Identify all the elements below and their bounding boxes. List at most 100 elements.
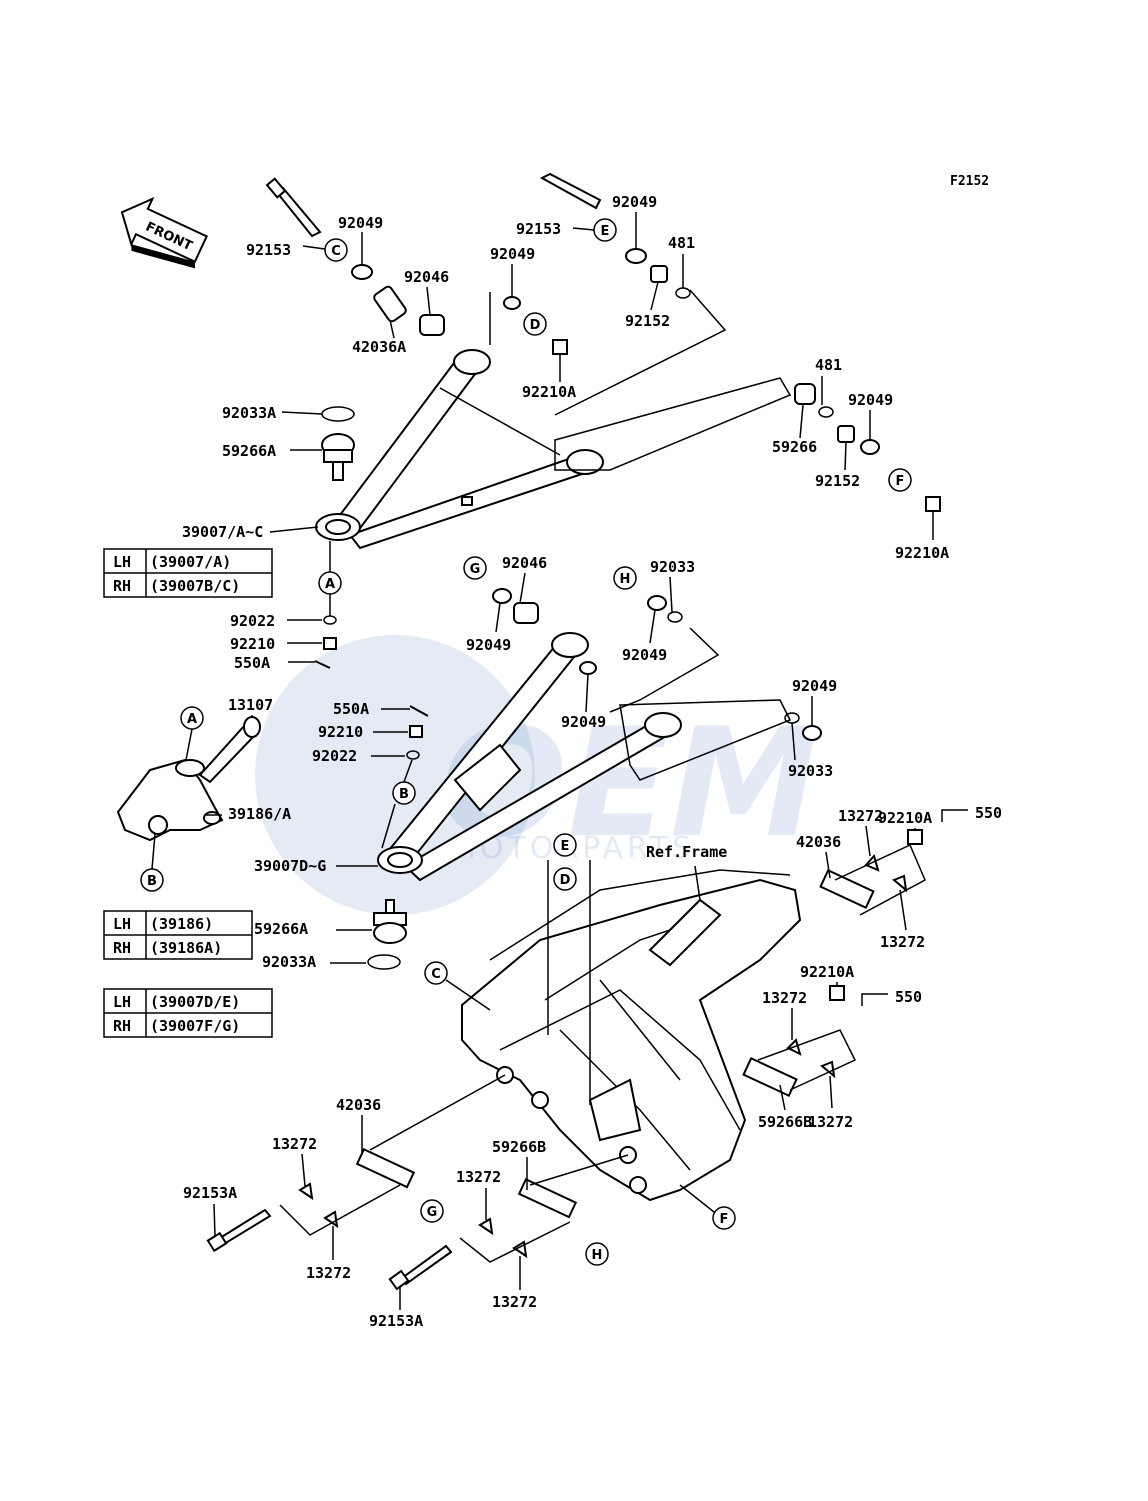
label-92153: 92153 <box>516 220 561 238</box>
label-481: 481 <box>815 356 842 374</box>
bolt-92153-top-mid <box>539 172 602 210</box>
ball-joint-59266A <box>373 899 407 944</box>
label-59266A: 59266A <box>254 920 308 938</box>
washer-92049 <box>492 588 512 604</box>
label-92046: 92046 <box>502 554 547 572</box>
circlip-92033A <box>321 406 355 422</box>
callout-E <box>553 833 577 857</box>
guide-line <box>834 843 926 916</box>
nut-92210A <box>907 829 923 845</box>
collar-92152 <box>837 425 855 443</box>
shaft-42036 <box>819 868 875 910</box>
label-550A: 550A <box>333 700 369 718</box>
table-part: (39186A) <box>150 939 222 957</box>
label-92152: 92152 <box>815 472 860 490</box>
front-arrow-icon: FRONT <box>120 196 209 269</box>
nut-92210 <box>323 637 337 650</box>
table-39007-lower: LH (39007D/E) RH (39007F/G) <box>103 988 273 1038</box>
label-13272: 13272 <box>762 989 807 1007</box>
nut-92210A <box>925 496 941 512</box>
label-13272: 13272 <box>808 1113 853 1131</box>
leader-lines <box>151 212 934 1310</box>
washer-92049 <box>579 661 597 675</box>
frame <box>461 869 802 1202</box>
label-39007AC: 39007/A~C <box>182 523 263 541</box>
callout-H <box>613 566 637 590</box>
label-92049: 92049 <box>792 677 837 695</box>
callout-C-leader <box>445 979 491 1011</box>
label-550: 550 <box>895 988 922 1006</box>
label-92049: 92049 <box>466 636 511 654</box>
label-92049: 92049 <box>622 646 667 664</box>
shaft-42036 <box>355 1148 416 1189</box>
ring-481 <box>818 406 834 418</box>
bushing-92046 <box>513 602 539 624</box>
shaft-59266B <box>742 1056 798 1098</box>
washer-13272 <box>892 874 908 893</box>
label-13272: 13272 <box>880 933 925 951</box>
callout-H-text: H <box>620 572 631 587</box>
table-side: LH <box>113 553 131 571</box>
cotter-550-marker <box>941 809 968 822</box>
nut-92210A <box>829 985 845 1001</box>
callout-H <box>585 1242 609 1266</box>
label-92022: 92022 <box>230 612 275 630</box>
ref-frame-leader <box>694 865 701 901</box>
table-part: (39007D/E) <box>150 993 240 1011</box>
washer-92022 <box>406 750 420 760</box>
ball-joint-59266A <box>321 433 355 481</box>
guide-line <box>547 860 591 1105</box>
label-13272: 13272 <box>272 1135 317 1153</box>
washer-92049 <box>351 264 373 280</box>
sleeve-42036A <box>373 285 407 323</box>
label-92210A: 92210A <box>878 809 932 827</box>
ref-frame-label: Ref.Frame <box>646 843 727 861</box>
label-92210: 92210 <box>230 635 275 653</box>
table-part: (39186) <box>150 915 213 933</box>
bolt-92153-top-left <box>265 177 322 238</box>
callout-A-text: A <box>187 712 197 727</box>
cotter-pin-550A <box>409 705 429 717</box>
label-92022: 92022 <box>312 747 357 765</box>
label-59266B: 59266B <box>758 1113 812 1131</box>
label-92153A: 92153A <box>183 1184 237 1202</box>
label-13272: 13272 <box>306 1264 351 1282</box>
washer-92049 <box>860 439 880 455</box>
label-39186A: 39186/A <box>228 805 291 823</box>
guide-line <box>757 1029 857 1091</box>
callout-F <box>712 1206 736 1230</box>
label-59266: 59266 <box>772 438 817 456</box>
cotter-550-marker <box>861 993 888 1006</box>
callout-H-text: H <box>592 1248 603 1263</box>
table-39007-upper: LH (39007/A) RH (39007B/C) <box>103 548 273 598</box>
ring-481 <box>675 287 691 299</box>
washer-92049 <box>503 296 521 310</box>
label-92049: 92049 <box>561 713 606 731</box>
label-92049: 92049 <box>612 193 657 211</box>
knuckle-39186 <box>116 758 224 842</box>
spindle-13107 <box>198 716 261 784</box>
table-side: RH <box>113 1017 131 1035</box>
label-13272: 13272 <box>838 807 883 825</box>
table-39186: LH (39186) RH (39186A) <box>103 910 253 960</box>
label-92210A: 92210A <box>522 383 576 401</box>
label-92033A: 92033A <box>222 404 276 422</box>
label-481: 481 <box>668 234 695 252</box>
table-side: RH <box>113 577 131 595</box>
circlip-92033A <box>367 954 401 970</box>
callout-C-text: C <box>331 244 341 259</box>
label-92033A: 92033A <box>262 953 316 971</box>
callout-B-text: B <box>147 874 157 889</box>
washer-92049 <box>625 248 647 264</box>
label-92033: 92033 <box>788 762 833 780</box>
label-13107: 13107 <box>228 696 273 714</box>
guide-line <box>279 1184 401 1236</box>
callout-C-text: C <box>431 967 441 982</box>
callout-F-leader <box>679 1184 715 1213</box>
table-part: (39007/A) <box>150 553 231 571</box>
label-92046: 92046 <box>404 268 449 286</box>
label-92210A: 92210A <box>800 963 854 981</box>
label-92049: 92049 <box>338 214 383 232</box>
callout-D <box>553 867 577 891</box>
